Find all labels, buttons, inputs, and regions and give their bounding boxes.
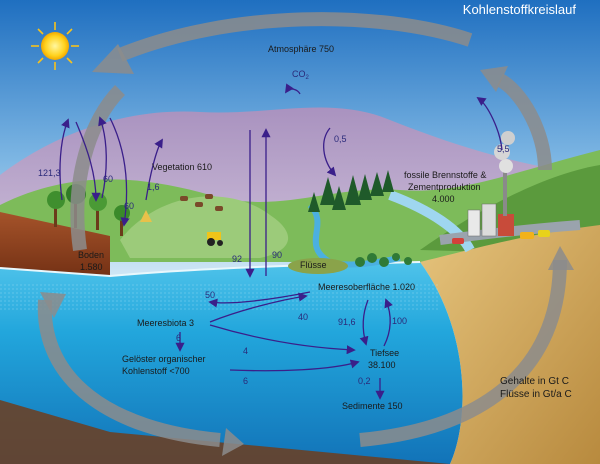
surface-layer-texture — [0, 282, 440, 312]
shore-trees — [355, 253, 412, 267]
flux-label-121-3: 121,3 — [38, 168, 61, 178]
river-far — [388, 190, 475, 253]
flux-label-90: 90 — [272, 250, 282, 260]
ocean-surface-label: Meeresoberfläche 1.020 — [318, 282, 415, 292]
doc-label-line1: Gelöster organischer — [122, 354, 206, 364]
flux-label-0-2: 0,2 — [358, 376, 371, 386]
flux-label-50: 50 — [205, 290, 215, 300]
flux-label-6-a: 6 — [176, 333, 181, 343]
doc-label-line2: Kohlenstoff <700 — [122, 366, 190, 376]
cattle — [180, 194, 223, 211]
conifer-forest — [308, 170, 394, 212]
global-cycle-arrows — [37, 12, 567, 447]
river-delta — [288, 258, 348, 274]
fossil-label-line1: fossile Brennstoffe & — [404, 170, 486, 180]
legend-line2: Flüsse in Gt/a C — [500, 389, 572, 400]
sun-icon — [31, 22, 79, 70]
pasture-hill — [120, 196, 289, 258]
rivers-label: Flüsse — [300, 260, 327, 270]
soil-value: 1.580 — [80, 262, 103, 272]
flux-label-60-b: 60 — [124, 201, 134, 211]
flux-label-100: 100 — [392, 316, 407, 326]
flux-label-4: 4 — [243, 346, 248, 356]
flux-label-6-b: 6 — [243, 376, 248, 386]
tractor-icon — [207, 232, 223, 246]
diagram-title: Kohlenstoffkreislauf — [463, 2, 577, 17]
flux-label-1-6: 1,6 — [147, 182, 160, 192]
flux-label-92: 92 — [232, 254, 242, 264]
deep-sea-label: Tiefsee — [370, 348, 399, 358]
sediments-label: Sedimente 150 — [342, 401, 403, 411]
vegetation-label: Vegetation 610 — [152, 162, 212, 172]
flux-label-60-a: 60 — [103, 174, 113, 184]
fossil-label-line2: Zementproduktion — [408, 182, 481, 192]
flux-label-91-6: 91,6 — [338, 317, 356, 327]
legend-line1: Gehalte in Gt C — [500, 376, 569, 387]
earth-front-face — [0, 400, 450, 464]
factory-icon — [439, 131, 581, 245]
flux-label-40: 40 — [298, 312, 308, 322]
global-cycle-arrowheads — [40, 44, 574, 456]
flux-label-0-5: 0,5 — [334, 134, 347, 144]
soil-label: Boden — [78, 250, 104, 260]
flux-arrows — [59, 83, 503, 400]
atmosphere-label: Atmosphäre 750 — [268, 44, 334, 54]
fossil-value: 4.000 — [432, 194, 455, 204]
co2-label: CO2 — [292, 69, 310, 81]
flux-label-5-5: 5,5 — [497, 144, 510, 154]
deep-sea-value: 38.100 — [368, 360, 396, 370]
marine-biota-label: Meeresbiota 3 — [137, 318, 194, 328]
